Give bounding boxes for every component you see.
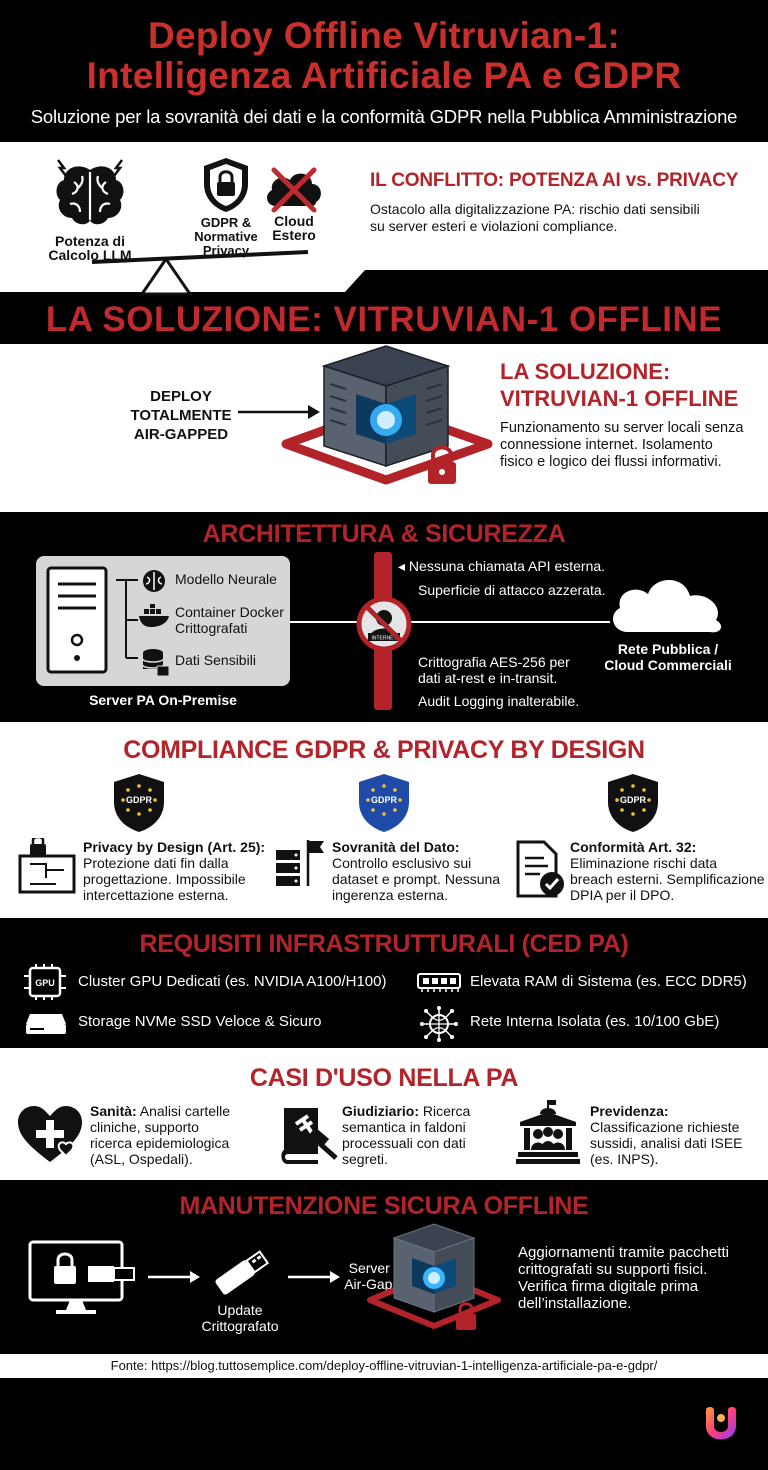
blocked-cloud-icon xyxy=(267,167,321,213)
arch-note-2: Superficie di attacco azzerata. xyxy=(418,582,606,598)
neural-model-icon xyxy=(143,570,165,592)
arrow-right-icon xyxy=(288,1271,340,1283)
use-cases-section: CASI D'USO NELLA PA Sanità: Analisi cart… xyxy=(0,1048,768,1180)
server-cube-icon xyxy=(367,1223,501,1330)
gpu-chip-label: GPU xyxy=(35,978,55,988)
requirements-section: REQUISITI INFRASTRUTTURALI (CED PA) GPU … xyxy=(0,918,768,1048)
solution-banner: LA SOLUZIONE: VITRUVIAN-1 OFFLINE xyxy=(0,296,768,344)
ssd-icon xyxy=(26,1014,66,1034)
balance-scale-icon xyxy=(91,250,309,296)
cloud-label: Rete Pubblica /Cloud Commerciali xyxy=(604,641,732,673)
title-line-2: Intelligenza Artificiale PA e GDPR xyxy=(86,55,682,96)
requirements-title: REQUISITI INFRASTRUTTURALI (CED PA) xyxy=(139,930,629,958)
usb-drive-icon xyxy=(215,1250,270,1295)
gdpr-shield-label: GDPR xyxy=(126,795,153,805)
gdpr-title: COMPLIANCE GDPR & PRIVACY BY DESIGN xyxy=(123,736,645,764)
subtitle: Soluzione per la sovranità dei dati e la… xyxy=(30,106,738,127)
solution-banner-title: LA SOLUZIONE: VITRUVIAN-1 OFFLINE xyxy=(45,300,723,339)
shield-lock-icon xyxy=(204,158,248,212)
gdpr-col-privacy: Privacy by Design (Art. 25):Protezione d… xyxy=(83,839,266,903)
gdpr-section: COMPLIANCE GDPR & PRIVACY BY DESIGN GDPR… xyxy=(0,722,768,918)
gdpr-eu-shield-icon: GDPR xyxy=(359,774,409,832)
architecture-section: ARCHITETTURA & SICUREZZA Modello Neurale… xyxy=(0,512,768,722)
solution-title: LA SOLUZIONE:VITRUVIAN-1 OFFLINE xyxy=(500,359,739,411)
server-cube-icon xyxy=(281,345,493,485)
gdpr-shield-label: GDPR xyxy=(620,795,647,805)
server-tower-icon xyxy=(46,566,108,674)
arrow-right-icon xyxy=(238,405,320,419)
gdpr-col-sovereignty: Sovranità del Dato:Controllo esclusivo s… xyxy=(332,839,501,903)
req-ram: Elevata RAM di Sistema (es. ECC DDR5) xyxy=(470,973,747,990)
gdpr-shield-icon: GDPR xyxy=(114,774,164,832)
req-network: Rete Interna Isolata (es. 10/100 GbE) xyxy=(470,1013,720,1030)
arch-note-1: ◂ Nessuna chiamata API esterna. xyxy=(398,558,606,574)
no-internet-icon: INTERNET xyxy=(356,596,412,652)
arch-item-sensitive-data: Dati Sensibili xyxy=(175,652,256,668)
network-globe-icon xyxy=(420,1006,458,1042)
institution-people-icon xyxy=(516,1100,580,1164)
conflict-text: Ostacolo alla digitalizzazione PA: risch… xyxy=(370,201,700,234)
connection-line xyxy=(290,621,610,623)
req-storage: Storage NVMe SSD Veloce & Sicuro xyxy=(78,1013,322,1030)
req-gpu: Cluster GPU Dedicati (es. NVIDIA A100/H1… xyxy=(78,973,387,990)
brain-icon xyxy=(56,159,124,225)
database-lock-icon xyxy=(142,649,170,677)
arch-item-neural-model: Modello Neurale xyxy=(175,571,277,587)
ram-icon xyxy=(417,973,461,992)
internet-badge-text: INTERNET xyxy=(372,636,397,642)
gdpr-shield-label: GDPR xyxy=(371,795,398,805)
gdpr-col-art32: Conformità Art. 32:Eliminazione rischi d… xyxy=(570,839,765,903)
docker-icon xyxy=(139,604,169,627)
architecture-title: ARCHITETTURA & SICUREZZA xyxy=(202,520,566,548)
arrow-right-icon xyxy=(148,1271,200,1283)
maintenance-title: MANUTENZIONE SICURA OFFLINE xyxy=(179,1192,589,1220)
page-title: Deploy Offline Vitruvian-1: Intelligenza… xyxy=(0,0,768,96)
cloud-icon xyxy=(613,580,722,633)
law-book-gavel-icon xyxy=(281,1108,338,1164)
conflict-title: IL CONFLITTO: POTENZA AI vs. PRIVACY xyxy=(370,170,739,191)
server-flag-icon xyxy=(276,840,324,886)
gpu-chip-icon: GPU xyxy=(24,964,66,1000)
tree-connector xyxy=(116,579,138,659)
source-footer: Fonte: https://blog.tuttosemplice.com/de… xyxy=(0,1354,768,1378)
brand-logo-icon xyxy=(706,1407,736,1440)
gdpr-shield-icon: GDPR xyxy=(608,774,658,832)
server-label: Server PA On-Premise xyxy=(89,692,237,708)
document-check-icon xyxy=(516,840,564,898)
monitor-usb-lock-icon xyxy=(28,1240,135,1314)
title-line-1: Deploy Offline Vitruvian-1: xyxy=(147,15,621,56)
use-cases-title: CASI D'USO NELLA PA xyxy=(249,1064,519,1092)
section-divider-wedge xyxy=(0,270,768,318)
header: Deploy Offline Vitruvian-1: Intelligenza… xyxy=(0,0,768,142)
arch-note-4: Audit Logging inalterabile. xyxy=(418,693,580,709)
health-heart-icon xyxy=(18,1106,82,1162)
blueprint-lock-icon xyxy=(18,838,76,894)
